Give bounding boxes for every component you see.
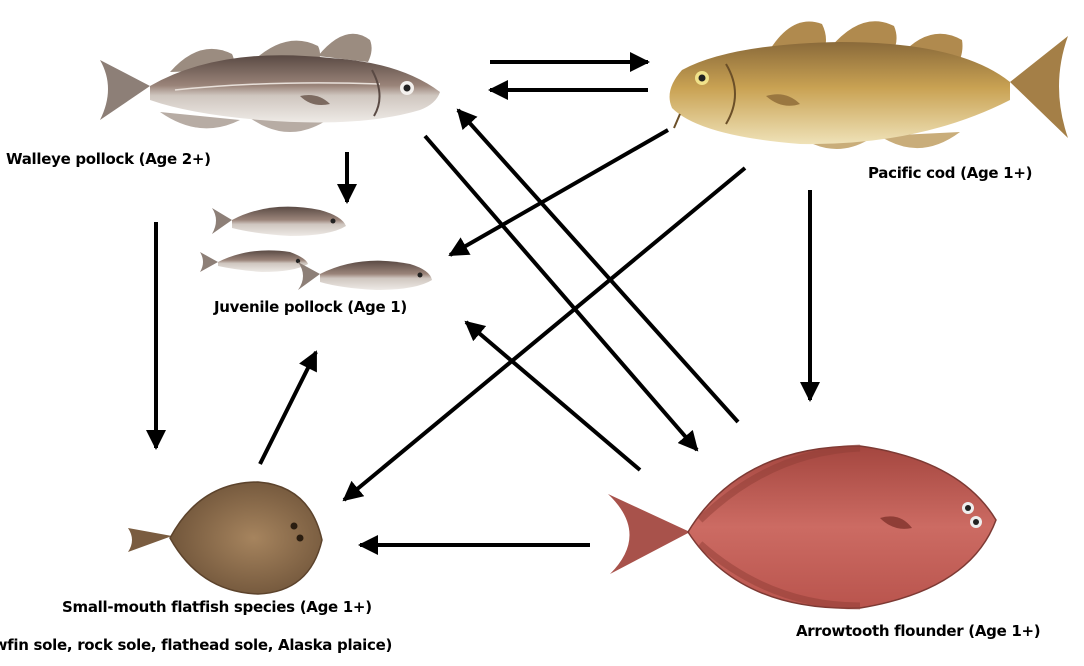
- arrow-arrowtooth-to-juvenile: [466, 322, 640, 470]
- arrow-cod-to-flatfish: [344, 168, 745, 500]
- flatfish-species-list: (yellowfin sole, rock sole, flathead sol…: [0, 636, 392, 654]
- juvenile-pollock-icon: [200, 207, 432, 290]
- arrowtooth-flounder-icon: [608, 446, 996, 608]
- walleye-pollock-label: Walleye pollock (Age 2+): [6, 150, 211, 168]
- walleye-pollock-icon: [100, 34, 440, 132]
- small-mouth-flatfish-label: Small-mouth flatfish species (Age 1+): [62, 598, 372, 616]
- small-mouth-flatfish-icon: [128, 482, 322, 594]
- arrow-arrowtooth-to-pollock: [458, 110, 738, 422]
- juvenile-pollock-label: Juvenile pollock (Age 1): [214, 298, 407, 316]
- pacific-cod-icon: [670, 21, 1068, 149]
- arrowtooth-flounder-label: Arrowtooth flounder (Age 1+): [796, 622, 1040, 640]
- arrow-cod-to-juvenile: [450, 130, 668, 255]
- arrow-flatfish-to-juvenile: [260, 352, 316, 464]
- pacific-cod-label: Pacific cod (Age 1+): [868, 164, 1032, 182]
